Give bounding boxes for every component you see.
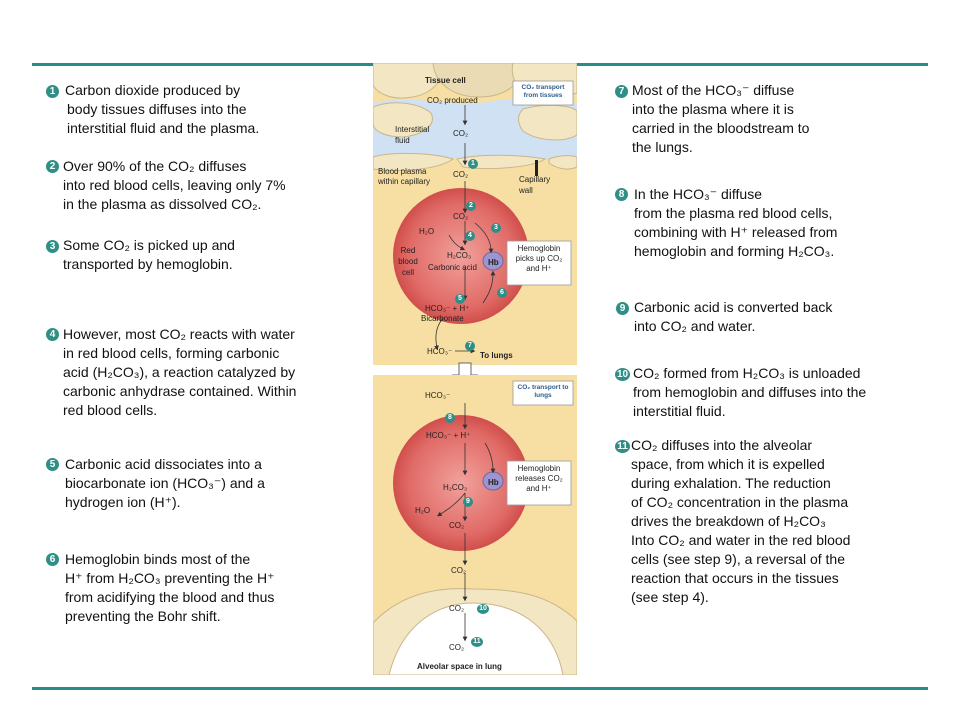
red-blood-cell-label: Red blood cell <box>398 246 418 277</box>
co2-transport-figure: Tissue cell CO₂ produced CO₂ transport f… <box>373 63 577 675</box>
co2-alveolar-label: CO₂ <box>449 643 465 652</box>
fig-marker-10: 10 <box>477 604 489 614</box>
step-8-marker: 8 <box>615 188 628 201</box>
fig-marker-6: 6 <box>497 288 507 298</box>
step-7-marker: 7 <box>615 85 628 98</box>
step-6-marker: 6 <box>46 553 59 566</box>
step-2-marker: 2 <box>46 160 59 173</box>
transport-bottom-box <box>512 380 574 406</box>
red-blood-cell-top <box>393 188 529 324</box>
red-blood-cell-bottom <box>393 415 529 551</box>
hco3-out-label: HCO₃⁻ <box>427 347 453 356</box>
step-1-marker: 1 <box>46 85 59 98</box>
step-4-text: However, most CO₂ reacts with water in r… <box>63 326 297 418</box>
fig-marker-1: 1 <box>468 159 478 169</box>
hb-top-label: Hb <box>488 258 499 267</box>
hemoglobin-top-box <box>506 240 572 286</box>
step-8-text: In the HCO₃⁻ diffuse from the plasma red… <box>634 186 838 259</box>
fig-marker-2: 2 <box>466 201 476 211</box>
step-5-text: Carbonic acid dissociates into a biocarb… <box>65 456 265 510</box>
step-10-marker: 10 <box>615 368 630 381</box>
transport-from-tissues-label: CO₂ transport from tissues <box>521 84 565 99</box>
step-3-text: Some CO₂ is picked up and transported by… <box>63 237 235 272</box>
interstitial-fluid-label: Interstitial fluid <box>395 125 430 145</box>
tissue-cell-label: Tissue cell <box>425 76 466 85</box>
capillary-wall-label: Capillary wall <box>519 175 551 195</box>
co2-rbc-bottom-label: CO₂ <box>449 521 465 530</box>
fig-marker-5: 5 <box>455 294 465 304</box>
carbonic-acid-label: Carbonic acid <box>428 263 477 272</box>
step-7-text: Most of the HCO₃⁻ diffuse into the plasm… <box>632 82 810 155</box>
fig-marker-7: 7 <box>465 341 475 351</box>
h2o-top-label: H₂O <box>419 227 435 236</box>
step-11-text: CO₂ diffuses into the alveolar space, fr… <box>631 437 851 605</box>
co2-wall-label: CO₂ <box>449 604 465 613</box>
step-2-text: Over 90% of the CO₂ diffuses into red bl… <box>63 158 286 212</box>
step-5-marker: 5 <box>46 458 59 471</box>
hemoglobin-picks-up-label: Hemoglobin picks up CO₂ and H⁺ <box>515 244 563 273</box>
h2o-bottom-label: H₂O <box>415 506 431 515</box>
fig-marker-8: 8 <box>445 413 455 423</box>
h2co3-top-label: H₂CO₃ <box>447 251 472 260</box>
transport-to-lungs-label: CO₂ transport to lungs <box>517 384 569 399</box>
step-1-text: Carbon dioxide produced by body tissues … <box>65 82 260 136</box>
fig-marker-3: 3 <box>491 223 501 233</box>
co2-rbc-label: CO₂ <box>453 212 469 221</box>
step-11-marker: 11 <box>615 440 630 453</box>
blood-plasma-label: Blood plasma within capillary <box>378 167 431 186</box>
capillary-wall-cells <box>373 152 577 171</box>
capillary-wall-marker <box>535 160 538 176</box>
step-9-marker: 9 <box>616 302 629 315</box>
fig-marker-9: 9 <box>463 497 473 507</box>
hco3-h-bottom-label: HCO₃⁻ + H⁺ <box>426 431 471 440</box>
co2-plasma-bottom-label: CO₂ <box>451 566 467 575</box>
transport-top-box <box>512 80 574 106</box>
hemoglobin-bottom-box <box>506 460 572 506</box>
co2-produced-label: CO₂ produced <box>427 96 478 105</box>
hco3-h-top-label: HCO₃⁻ + H⁺ <box>425 304 470 313</box>
fig-marker-4: 4 <box>465 231 475 241</box>
bottom-rule <box>32 687 928 690</box>
hemoglobin-releases-label: Hemoglobin releases CO₂ and H⁺ <box>515 464 563 493</box>
step-10-text: CO₂ formed from H₂CO₃ is unloaded from h… <box>633 365 867 419</box>
to-lungs-label: To lungs <box>480 351 513 360</box>
figure-artwork <box>373 63 577 675</box>
hb-bottom-label: Hb <box>488 478 499 487</box>
fig-marker-11: 11 <box>471 637 483 647</box>
step-4-marker: 4 <box>46 328 59 341</box>
bicarbonate-label: Bicarbonate <box>421 314 464 323</box>
step-9-text: Carbonic acid is converted back into CO₂… <box>634 299 833 334</box>
arrows-top <box>434 105 496 354</box>
step-6-text: Hemoglobin binds most of the H⁺ from H₂C… <box>65 551 275 624</box>
hco3-in-label: HCO₃⁻ <box>425 391 451 400</box>
co2-plasma-label: CO₂ <box>453 170 469 179</box>
co2-interstitial-label: CO₂ <box>453 129 469 138</box>
alveolar-space-label: Alveolar space in lung <box>417 662 502 671</box>
h2co3-bottom-label: H₂CO₃ <box>443 483 468 492</box>
step-3-marker: 3 <box>46 240 59 253</box>
